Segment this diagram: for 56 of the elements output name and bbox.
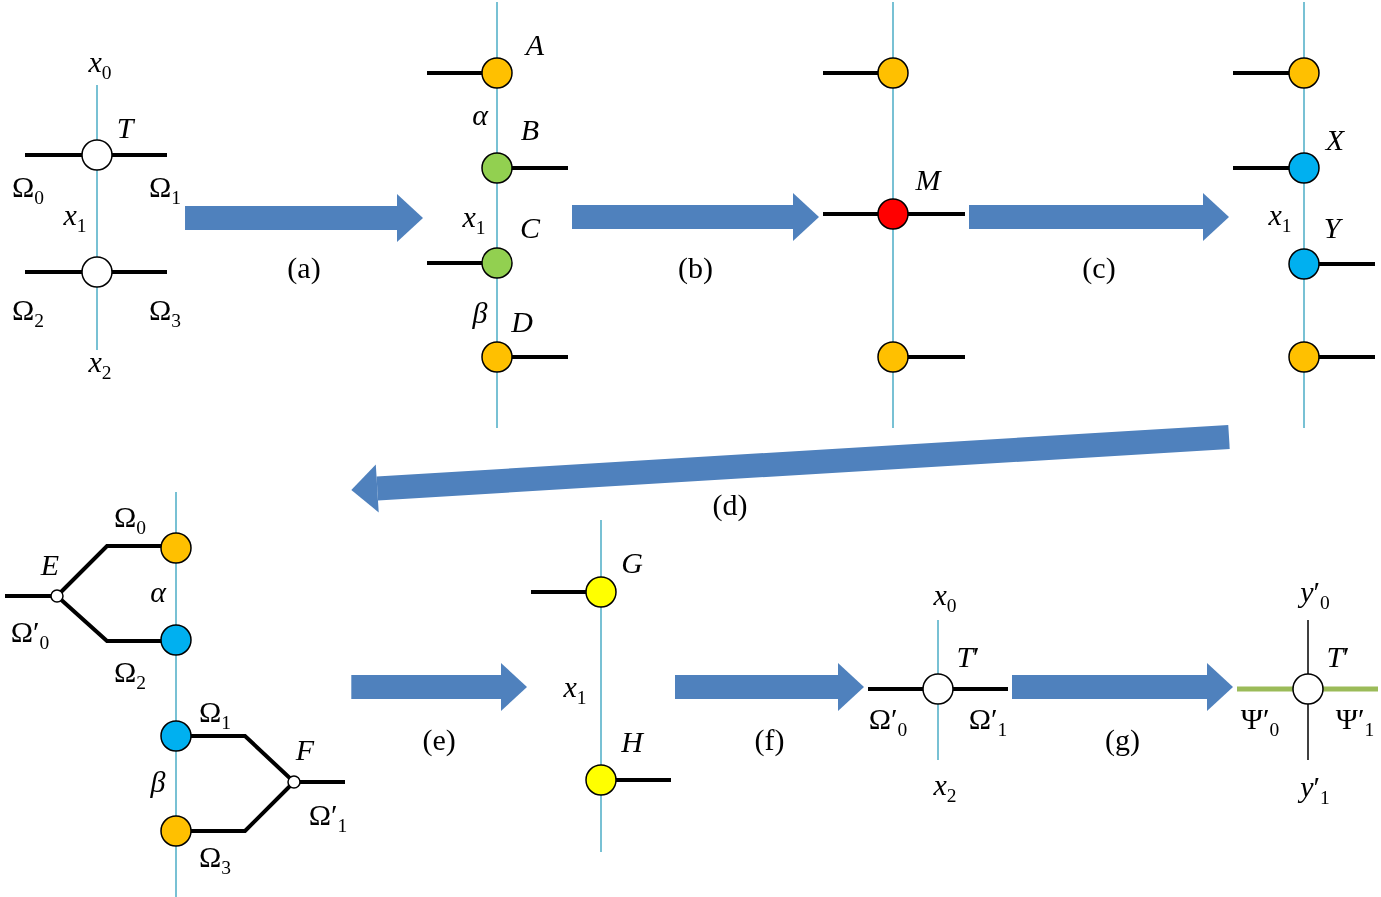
- math-label: B: [520, 115, 540, 145]
- math-label: Ω$_{3}$: [149, 295, 181, 331]
- math-label: α: [472, 100, 488, 130]
- math-label: T′: [956, 642, 980, 672]
- block-arrow: [969, 193, 1229, 241]
- math-label: Ω$_{1}$: [199, 697, 231, 733]
- math-label: Ψ′$_{0}$: [1240, 704, 1280, 740]
- math-label: Ω′$_{0}$: [10, 617, 50, 653]
- math-label: x$_{1}$: [63, 200, 87, 236]
- edge-label: (g): [1105, 725, 1140, 755]
- math-label: y′$_{1}$: [1300, 772, 1330, 808]
- math-label: α: [150, 577, 166, 607]
- math-label: T: [116, 113, 134, 143]
- math-label: β: [150, 767, 166, 797]
- block-arrow: [351, 663, 527, 711]
- block-arrow: [1012, 663, 1233, 711]
- math-label: G: [621, 548, 643, 578]
- math-label: x$_{0}$: [88, 47, 112, 83]
- math-label: M: [915, 165, 941, 195]
- math-label: x$_{1}$: [563, 672, 587, 708]
- math-label: Ω′$_{1}$: [308, 800, 348, 836]
- math-label: Ω$_{3}$: [199, 842, 231, 878]
- edge-label: (c): [1082, 253, 1116, 283]
- math-label: y′$_{0}$: [1300, 577, 1330, 613]
- edge-label: (d): [712, 490, 748, 520]
- math-label: D: [511, 307, 533, 337]
- edge-label: (f): [754, 725, 785, 755]
- math-label: Ω′$_{0}$: [868, 704, 908, 740]
- math-label: T′: [1326, 642, 1350, 672]
- math-label: E: [40, 550, 60, 580]
- math-label: H: [621, 727, 643, 757]
- math-label: Ω$_{2}$: [114, 657, 146, 693]
- math-label: x$_{2}$: [88, 347, 112, 383]
- math-label: Ω$_{2}$: [12, 295, 44, 331]
- edge-label: (b): [678, 253, 713, 283]
- math-label: Ψ′$_{1}$: [1335, 704, 1375, 740]
- math-label: Ω$_{1}$: [149, 172, 181, 208]
- math-label: x$_{1}$: [1268, 200, 1292, 236]
- math-label: F: [295, 735, 315, 765]
- math-label: Ω$_{0}$: [114, 502, 146, 538]
- block-arrow: [572, 193, 819, 241]
- edge-label: (e): [422, 725, 456, 755]
- math-label: Ω$_{0}$: [12, 172, 44, 208]
- block-arrow: [675, 663, 864, 711]
- math-label: Ω′$_{1}$: [968, 704, 1008, 740]
- math-label: C: [520, 213, 540, 243]
- math-label: x$_{1}$: [462, 202, 486, 238]
- math-label: Y: [1323, 213, 1341, 243]
- block-arrow: [185, 194, 423, 242]
- edge-label: (a): [287, 253, 321, 283]
- math-label: β: [472, 298, 488, 328]
- math-label: x$_{0}$: [933, 580, 957, 616]
- block-arrow: [351, 425, 1230, 513]
- math-label: X: [1325, 125, 1345, 155]
- math-label: x$_{2}$: [933, 770, 957, 806]
- math-label: A: [525, 30, 545, 60]
